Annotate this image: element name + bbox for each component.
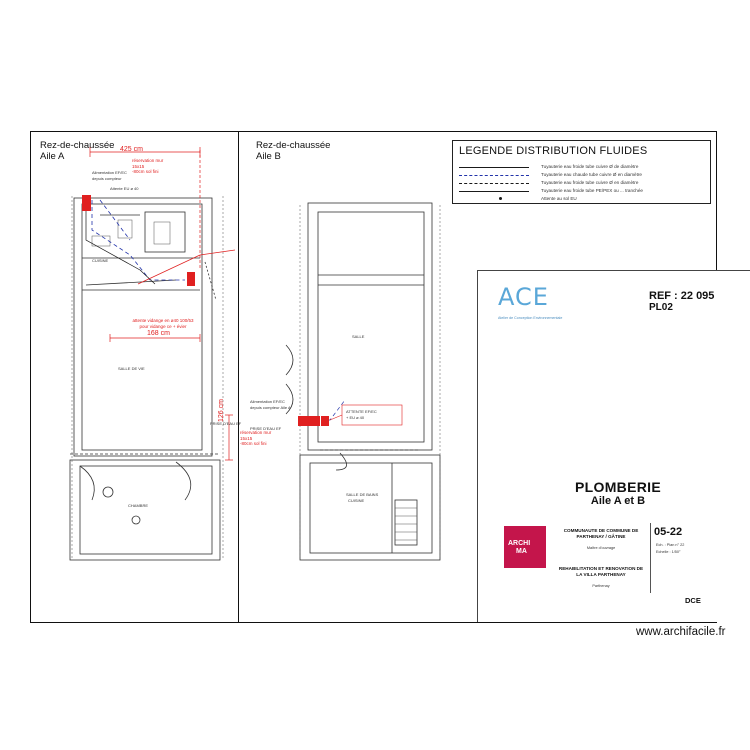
client-role: Maître d'ouvrage bbox=[586, 546, 616, 550]
legend-box: LEGENDE DISTRIBUTION FLUIDES Tuyauterie … bbox=[452, 140, 711, 204]
legend-line-solid bbox=[459, 167, 529, 168]
legend-row: Tuyauterie eau froide tube cuivre Ø en d… bbox=[459, 179, 707, 187]
title-block-separator bbox=[650, 523, 651, 593]
project-location: Parthenay bbox=[592, 584, 610, 588]
plan-b-title-line1: Rez-de-chaussée bbox=[256, 140, 331, 151]
drawing-title: PLOMBERIE bbox=[575, 479, 661, 495]
reservation-size-a: 15x15 bbox=[132, 163, 145, 169]
archima-logo: ARCHI MA bbox=[504, 526, 546, 568]
drawing-date: 05-22 bbox=[654, 526, 683, 538]
plan-a-dashed-lines bbox=[71, 196, 224, 560]
svg-text:PRISE D'EAU EF: PRISE D'EAU EF bbox=[250, 426, 282, 431]
plan-a-red-marker-mid bbox=[187, 272, 195, 286]
legend-row: Attente au sol EU bbox=[459, 195, 707, 203]
attente-note: attente vidange en ø40 100/53 pour vidan… bbox=[118, 318, 208, 329]
plan-a-walls bbox=[69, 197, 221, 561]
legend-row-text: Tuyauterie eau froide tube cuivre Ø en d… bbox=[541, 180, 639, 185]
dim-126: 126 cm bbox=[218, 399, 225, 422]
legend-row-text: Attente au sol EU bbox=[541, 196, 577, 201]
reservation-height-b: -80cm sol fini bbox=[240, 441, 267, 446]
dim-425: 425 cm bbox=[120, 146, 143, 153]
dim-168: 168 cm bbox=[147, 330, 170, 337]
reservation-note-a: réservation mur 15x15 -80cm sol fini bbox=[132, 158, 163, 175]
svg-text:SALLE DE BAINS: SALLE DE BAINS bbox=[346, 492, 379, 497]
svg-text:CUISINE: CUISINE bbox=[348, 498, 365, 503]
svg-text:ATTENTE EF/EC: ATTENTE EF/EC bbox=[346, 409, 377, 414]
client-name: COMMUNAUTE DE COMMUNE DE PARTHENAY / GÂT… bbox=[563, 528, 639, 539]
ace-logo: ACE Atelier de Conception Environnementa… bbox=[498, 283, 598, 333]
svg-text:depuis compteur: depuis compteur bbox=[92, 176, 122, 181]
plan-b-stairs bbox=[395, 507, 417, 541]
plan-a-title-line2: Aile A bbox=[40, 151, 65, 162]
ace-logo-subtitle: Atelier de Conception Environnementale bbox=[498, 316, 563, 320]
legend-row-text: Tuyauterie eau froide tube PE/PEX ou ...… bbox=[541, 188, 643, 193]
drawing-meta-2: Echelle : 1/50° bbox=[656, 550, 681, 554]
plan-b-dashed-lines bbox=[299, 205, 441, 560]
svg-text:depuis compteur Aile A: depuis compteur Aile A bbox=[250, 405, 291, 410]
plan-b-title-line2: Aile B bbox=[256, 151, 281, 162]
plan-b-title: Rez-de-chaussée Aile B bbox=[256, 140, 330, 162]
plan-a-fixtures bbox=[91, 219, 171, 247]
legend-row-text: Tuyauterie eau froide tube cuivre Ø de d… bbox=[541, 164, 639, 169]
drawing-subtitle: Aile A et B bbox=[590, 495, 646, 507]
phase-label: DCE bbox=[685, 596, 701, 605]
plan-a-title: Rez-de-chaussée Aile A bbox=[40, 140, 114, 162]
plan-b-walls bbox=[285, 202, 441, 561]
plan-a-small-labels: Alimentation EF/EC depuis compteur Atten… bbox=[92, 170, 242, 508]
plan-b-red-marker-main bbox=[298, 416, 320, 426]
svg-text:Attente EU ø 40: Attente EU ø 40 bbox=[110, 186, 139, 191]
svg-text:PRISE D'EAU EF: PRISE D'EAU EF bbox=[210, 421, 242, 426]
plan-b-red-annotations bbox=[329, 404, 403, 426]
svg-text:CUISINE: CUISINE bbox=[92, 258, 109, 263]
plan-b-small-labels: Alimentation EF/EC depuis compteur Aile … bbox=[250, 334, 379, 503]
svg-text:CHAMBRE: CHAMBRE bbox=[128, 503, 148, 508]
reservation-label-a: réservation mur bbox=[132, 158, 164, 163]
svg-text:SALLE DE VIE: SALLE DE VIE bbox=[118, 366, 145, 371]
project-name: REHABILITATION ET RENOVATION DE LA VILLA… bbox=[558, 566, 644, 577]
archima-logo-line1: ARCHI bbox=[508, 540, 531, 547]
reservation-note-b: réservation mur 15x15 -80cm sol fini bbox=[240, 430, 271, 447]
legend-line-blue-dashed bbox=[459, 175, 529, 176]
plan-a-title-line1: Rez-de-chaussée bbox=[40, 140, 115, 151]
svg-text:SALLE: SALLE bbox=[352, 334, 365, 339]
plan-a-hot-water-pipe bbox=[91, 199, 185, 281]
watermark-url: www.archifacile.fr bbox=[636, 626, 726, 638]
reservation-label-b: réservation mur bbox=[240, 430, 272, 435]
plan-code: PL02 bbox=[649, 302, 673, 313]
legend-row-text: Tuyauterie eau chaude tube cuivre Ø en d… bbox=[541, 172, 642, 177]
archima-logo-line2: MA bbox=[516, 548, 527, 555]
drawing-meta-1: Ech. : Plan n° 22 bbox=[656, 543, 685, 547]
plan-a-red-marker-top bbox=[82, 195, 91, 211]
title-block: ACE Atelier de Conception Environnementa… bbox=[477, 270, 750, 622]
plan-b-red-marker-small bbox=[321, 416, 329, 426]
legend-row: Tuyauterie eau froide tube cuivre Ø de d… bbox=[459, 163, 707, 171]
svg-text:Alimentation EF/EC: Alimentation EF/EC bbox=[250, 399, 285, 404]
reservation-height-a: -80cm sol fini bbox=[132, 169, 159, 174]
legend-title: LEGENDE DISTRIBUTION FLUIDES bbox=[459, 145, 648, 157]
sheet-divider bbox=[238, 131, 239, 623]
plan-a-cold-water-pipe bbox=[85, 200, 156, 285]
legend-row: Tuyauterie eau chaude tube cuivre Ø en d… bbox=[459, 171, 707, 179]
svg-text:Alimentation EF/EC: Alimentation EF/EC bbox=[92, 170, 127, 175]
ace-logo-word: ACE bbox=[498, 283, 549, 311]
ref-number: REF : 22 095 bbox=[649, 290, 715, 302]
attente-label: attente vidange en ø40 100/53 bbox=[132, 318, 194, 323]
legend-line-solid-2 bbox=[459, 191, 529, 192]
legend-line-dashed bbox=[459, 183, 529, 184]
legend-dot-icon bbox=[499, 197, 502, 200]
svg-text:+ EU ø 40: + EU ø 40 bbox=[346, 415, 365, 420]
reservation-size-b: 15x15 bbox=[240, 435, 253, 441]
legend-row: Tuyauterie eau froide tube PE/PEX ou ...… bbox=[459, 187, 707, 195]
plan-a-red-dimensions bbox=[89, 147, 236, 461]
attente-label-2: pour vidange ce + évier bbox=[139, 323, 187, 329]
